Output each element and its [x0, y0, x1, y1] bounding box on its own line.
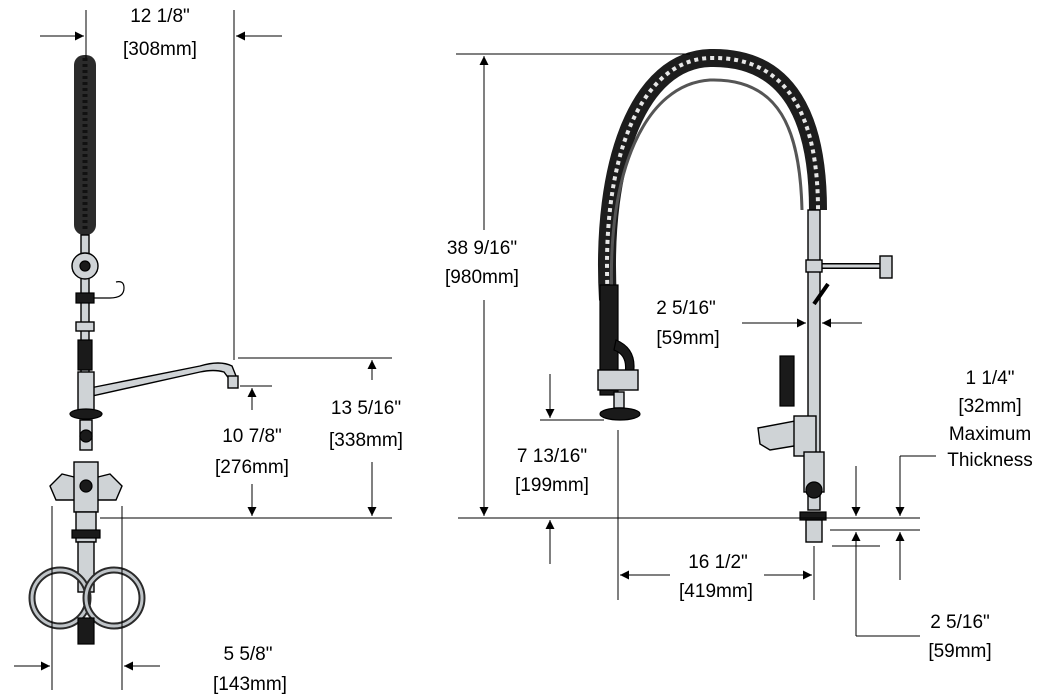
- side-spray-valve: [599, 284, 619, 396]
- dim-max-thickness-metric: [32mm]: [958, 396, 1021, 417]
- front-view-drawing: [28, 55, 239, 645]
- dim-overall-width-side: 12 1/8" [308mm]: [40, 6, 282, 360]
- dim-spray-height-metric: [199mm]: [515, 475, 589, 496]
- dim-reach-imperial: 16 1/2": [688, 552, 748, 573]
- dim-spout-height-imperial: 13 5/16": [331, 398, 401, 419]
- side-wall-bracket: [879, 255, 893, 279]
- dim-flange-diameter-imperial: 2 5/16": [930, 612, 990, 633]
- dim-deck-center: 5 5/8" [143mm]: [14, 506, 287, 695]
- dim-spout-clearance-metric: [276mm]: [215, 457, 289, 478]
- side-spray-head: [599, 407, 641, 421]
- dim-spray-height: 7 13/16" [199mm]: [515, 374, 604, 564]
- dim-spout-clearance-imperial: 10 7/8": [222, 426, 282, 447]
- dim-max-thickness: 1 1/4" [32mm] Maximum Thickness: [851, 368, 1033, 580]
- dim-spray-height-imperial: 7 13/16": [517, 446, 587, 467]
- side-hook: [812, 282, 830, 306]
- dim-max-thickness-line2: Thickness: [947, 450, 1033, 471]
- dim-overall-width-side-imperial: 12 1/8": [130, 6, 190, 27]
- dim-flange-diameter: 2 5/16" [59mm]: [832, 545, 992, 662]
- side-spring-hose: [598, 48, 827, 301]
- dim-deck-center-imperial: 5 5/8": [223, 644, 272, 665]
- dim-spout-clearance: 10 7/8" [276mm]: [215, 385, 289, 516]
- dim-overall-height-imperial: 38 9/16": [447, 238, 517, 259]
- side-addon-valve: [779, 355, 795, 407]
- dim-max-thickness-line1: Maximum: [949, 424, 1031, 445]
- dim-overall-width-side-metric: [308mm]: [123, 39, 197, 60]
- front-spout: [89, 362, 237, 397]
- dim-column-offset: 2 5/16" [59mm]: [656, 298, 862, 349]
- dim-flange-diameter-metric: [59mm]: [928, 641, 991, 662]
- dim-spout-height: 13 5/16" [338mm]: [238, 357, 403, 516]
- dim-column-offset-imperial: 2 5/16": [656, 298, 716, 319]
- front-hook: [90, 281, 125, 299]
- dim-overall-height-metric: [980mm]: [445, 267, 519, 288]
- dim-spout-height-metric: [338mm]: [329, 430, 403, 451]
- dim-column-offset-metric: [59mm]: [656, 328, 719, 349]
- side-view-drawing: [597, 48, 893, 543]
- dim-deck-center-metric: [143mm]: [213, 674, 287, 695]
- dim-overall-height: 38 9/16" [980mm]: [445, 53, 690, 516]
- dim-max-thickness-imperial: 1 1/4": [965, 368, 1014, 389]
- dim-reach-metric: [419mm]: [679, 581, 753, 602]
- dim-reach: 16 1/2" [419mm]: [617, 430, 815, 602]
